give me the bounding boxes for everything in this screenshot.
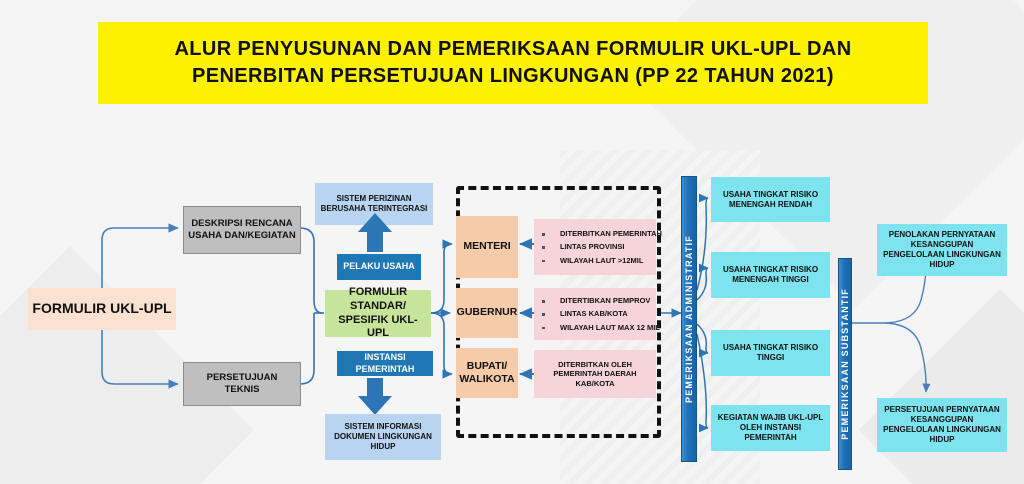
ribbon-substantif-label: PEMERIKSAAN SUBSTANTIF xyxy=(840,288,850,440)
title-line-2: PENERBITAN PERSETUJUAN LINGKUNGAN (PP 22… xyxy=(191,65,834,87)
node-formulir-ukl-upl[interactable]: FORMULIR UKL-UPL xyxy=(28,288,176,330)
criteria-item: DITERTIBKAN PEMPROV xyxy=(534,294,656,307)
node-sistem-informasi-label: SISTEM INFORMASI DOKUMEN LINGKUNGAN HIDU… xyxy=(334,422,432,451)
node-risiko-2-label: USAHA TINGKAT RISIKO TINGGI xyxy=(722,343,819,362)
criteria-item: LINTAS KAB/KOTA xyxy=(534,307,656,320)
node-pelaku-usaha-label: PELAKU USAHA xyxy=(343,261,415,272)
node-sistem-perizinan-berusaha[interactable]: SISTEM PERIZINAN BERUSAHA TERINTEGRASI xyxy=(315,183,433,225)
criteria-item: LINTAS PROVINSI xyxy=(534,240,656,253)
node-persetujuan-teknis[interactable]: PERSETUJUAN TEKNIS xyxy=(183,362,301,406)
node-pelaku-usaha[interactable]: PELAKU USAHA xyxy=(337,254,421,280)
node-risiko-tinggi[interactable]: USAHA TINGKAT RISIKO TINGGI xyxy=(711,330,830,376)
node-formulir-standar-spesifik[interactable]: FORMULIR STANDAR/ SPESIFIK UKL-UPL xyxy=(325,286,431,339)
node-risiko-menengah-tinggi[interactable]: USAHA TINGKAT RISIKO MENENGAH TINGGI xyxy=(711,252,830,298)
node-formulir-ukl-upl-label: FORMULIR UKL-UPL xyxy=(32,300,172,317)
node-risiko-0-label: USAHA TINGKAT RISIKO MENENGAH RENDAH xyxy=(722,189,819,209)
node-kegiatan-wajib-ukl-upl[interactable]: KEGIATAN WAJIB UKL-UPL OLEH INSTANSI PEM… xyxy=(711,405,830,451)
criteria-gubernur-list: DITERTIBKAN PEMPROV LINTAS KAB/KOTA WILA… xyxy=(534,294,660,334)
criteria-gubernur: DITERTIBKAN PEMPROV LINTAS KAB/KOTA WILA… xyxy=(534,288,660,340)
criteria-item: WILAYAH LAUT >12MIL xyxy=(534,254,656,267)
node-bupati-walikota-label: BUPATI/ WALIKOTA xyxy=(459,359,515,385)
node-persetujuan-label: PERSETUJUAN PERNYATAAN KESANGGUPAN PENGE… xyxy=(883,405,1001,444)
node-sistem-informasi-dokumen[interactable]: SISTEM INFORMASI DOKUMEN LINGKUNGAN HIDU… xyxy=(325,414,441,460)
title-banner: ALUR PENYUSUNAN DAN PEMERIKSAAN FORMULIR… xyxy=(98,22,928,104)
node-menteri[interactable]: MENTERI xyxy=(456,216,518,278)
node-penolakan-pernyataan[interactable]: PENOLAKAN PERNYATAAN KESANGGUPAN PENGELO… xyxy=(877,224,1007,276)
ribbon-pemeriksaan-administratif: PEMERIKSAAN ADMINISTRATIF xyxy=(681,176,697,462)
title-line-1: ALUR PENYUSUNAN DAN PEMERIKSAAN FORMULIR… xyxy=(174,38,852,60)
node-instansi-pemerintah-label: INSTANSI PEMERINTAH xyxy=(355,352,415,374)
node-persetujuan-pernyataan[interactable]: PERSETUJUAN PERNYATAAN KESANGGUPAN PENGE… xyxy=(877,398,1007,452)
node-deskripsi-rencana-label: DESKRIPSI RENCANA USAHA DAN/KEGIATAN xyxy=(188,218,296,241)
criteria-bupati-label: DITERBITKAN OLEH PEMERINTAH DAERAH KAB/K… xyxy=(553,359,637,388)
background-shape-bottom-right xyxy=(858,288,1024,484)
criteria-bupati: DITERBITKAN OLEH PEMERINTAH DAERAH KAB/K… xyxy=(534,350,656,398)
node-formulir-standar-label: FORMULIR STANDAR/ SPESIFIK UKL-UPL xyxy=(338,286,418,340)
node-menteri-label: MENTERI xyxy=(463,240,511,253)
node-gubernur-label: GUBERNUR xyxy=(456,306,518,319)
node-instansi-pemerintah[interactable]: INSTANSI PEMERINTAH xyxy=(337,351,433,376)
node-penolakan-label: PENOLAKAN PERNYATAAN KESANGGUPAN PENGELO… xyxy=(883,230,1001,269)
node-sistem-perizinan-label: SISTEM PERIZINAN BERUSAHA TERINTEGRASI xyxy=(320,194,428,213)
criteria-item: WILAYAH LAUT MAX 12 MIL xyxy=(534,321,660,334)
ribbon-administratif-label: PEMERIKSAAN ADMINISTRATIF xyxy=(684,235,694,403)
node-risiko-1-label: USAHA TINGKAT RISIKO MENENGAH TINGGI xyxy=(722,265,819,284)
criteria-menteri-list: DITERBITKAN PEMERINTAH LINTAS PROVINSI W… xyxy=(534,227,662,267)
node-risiko-menengah-rendah[interactable]: USAHA TINGKAT RISIKO MENENGAH RENDAH xyxy=(711,177,830,222)
node-deskripsi-rencana[interactable]: DESKRIPSI RENCANA USAHA DAN/KEGIATAN xyxy=(183,206,301,254)
ribbon-pemeriksaan-substantif: PEMERIKSAAN SUBSTANTIF xyxy=(838,258,852,470)
node-risiko-3-label: KEGIATAN WAJIB UKL-UPL OLEH INSTANSI PEM… xyxy=(717,413,824,442)
criteria-menteri: DITERBITKAN PEMERINTAH LINTAS PROVINSI W… xyxy=(534,219,662,275)
criteria-item: DITERBITKAN PEMERINTAH xyxy=(534,227,662,240)
node-persetujuan-teknis-label: PERSETUJUAN TEKNIS xyxy=(206,372,278,395)
node-bupati-walikota[interactable]: BUPATI/ WALIKOTA xyxy=(456,348,518,398)
node-gubernur[interactable]: GUBERNUR xyxy=(456,288,518,338)
